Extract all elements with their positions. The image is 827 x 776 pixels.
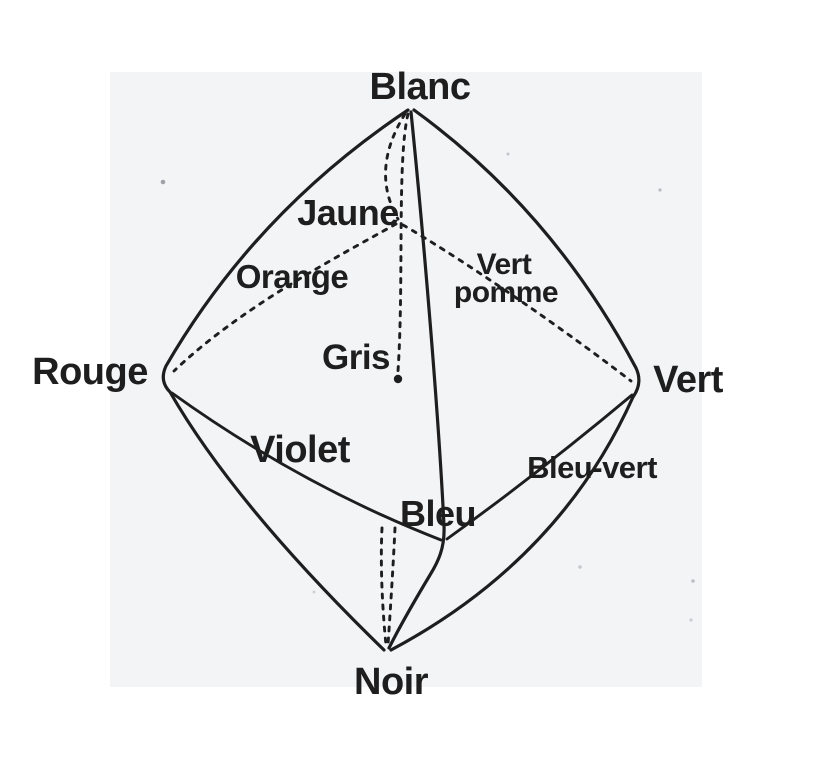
edge-label-orange: Orange (236, 258, 349, 295)
edge-jaune-rouge-hidden (172, 222, 398, 373)
vertex-label-blanc: Blanc (370, 66, 471, 108)
edge-blanc-bleu-noir-front (387, 110, 446, 650)
edge-blanc-jaune-hidden (384, 112, 407, 221)
scan-speck (506, 152, 510, 156)
scan-speck (578, 565, 582, 569)
edge-blanc-vert-noir-outline (389, 108, 641, 652)
edge-jaune-vert-hidden (401, 223, 633, 383)
scan-speck (312, 590, 316, 594)
edge-bleu-vert-equator (445, 393, 634, 541)
vertex-label-jaune: Jaune (297, 192, 399, 233)
scan-speck (691, 579, 695, 583)
axis-gris-noir-hidden (386, 526, 397, 647)
edge-label-bleu-vert: Bleu-vert (527, 450, 657, 485)
edge-label-vert-pomme-line2: pomme (454, 276, 558, 309)
scan-speck (658, 188, 662, 192)
edge-rouge-bleu-equator (170, 391, 443, 542)
edge-label-vert-pomme-line1: Vert (477, 248, 532, 281)
vertex-label-bleu: Bleu (400, 493, 476, 534)
edge-label-violet: Violet (250, 429, 351, 471)
edge-blanc-rouge-noir-outline (161, 108, 410, 652)
vertex-label-noir: Noir (354, 661, 429, 703)
hidden-edges (172, 112, 633, 647)
diagram-labels: Blanc Jaune Orange Vert pomme Rouge Gris… (32, 66, 724, 703)
scan-speck (160, 179, 166, 185)
vertex-label-rouge: Rouge (32, 351, 148, 393)
scan-speck (689, 618, 693, 622)
scan-specks (160, 152, 695, 622)
scan-area-background (110, 72, 702, 687)
center-label-gris: Gris (322, 338, 390, 377)
gris-center-dot (393, 374, 403, 384)
axis-blanc-gris-hidden (396, 112, 410, 373)
vertex-label-vert: Vert (653, 359, 724, 401)
octahedron-edges (161, 108, 641, 652)
edge-jaune-noir-hidden (379, 526, 388, 647)
